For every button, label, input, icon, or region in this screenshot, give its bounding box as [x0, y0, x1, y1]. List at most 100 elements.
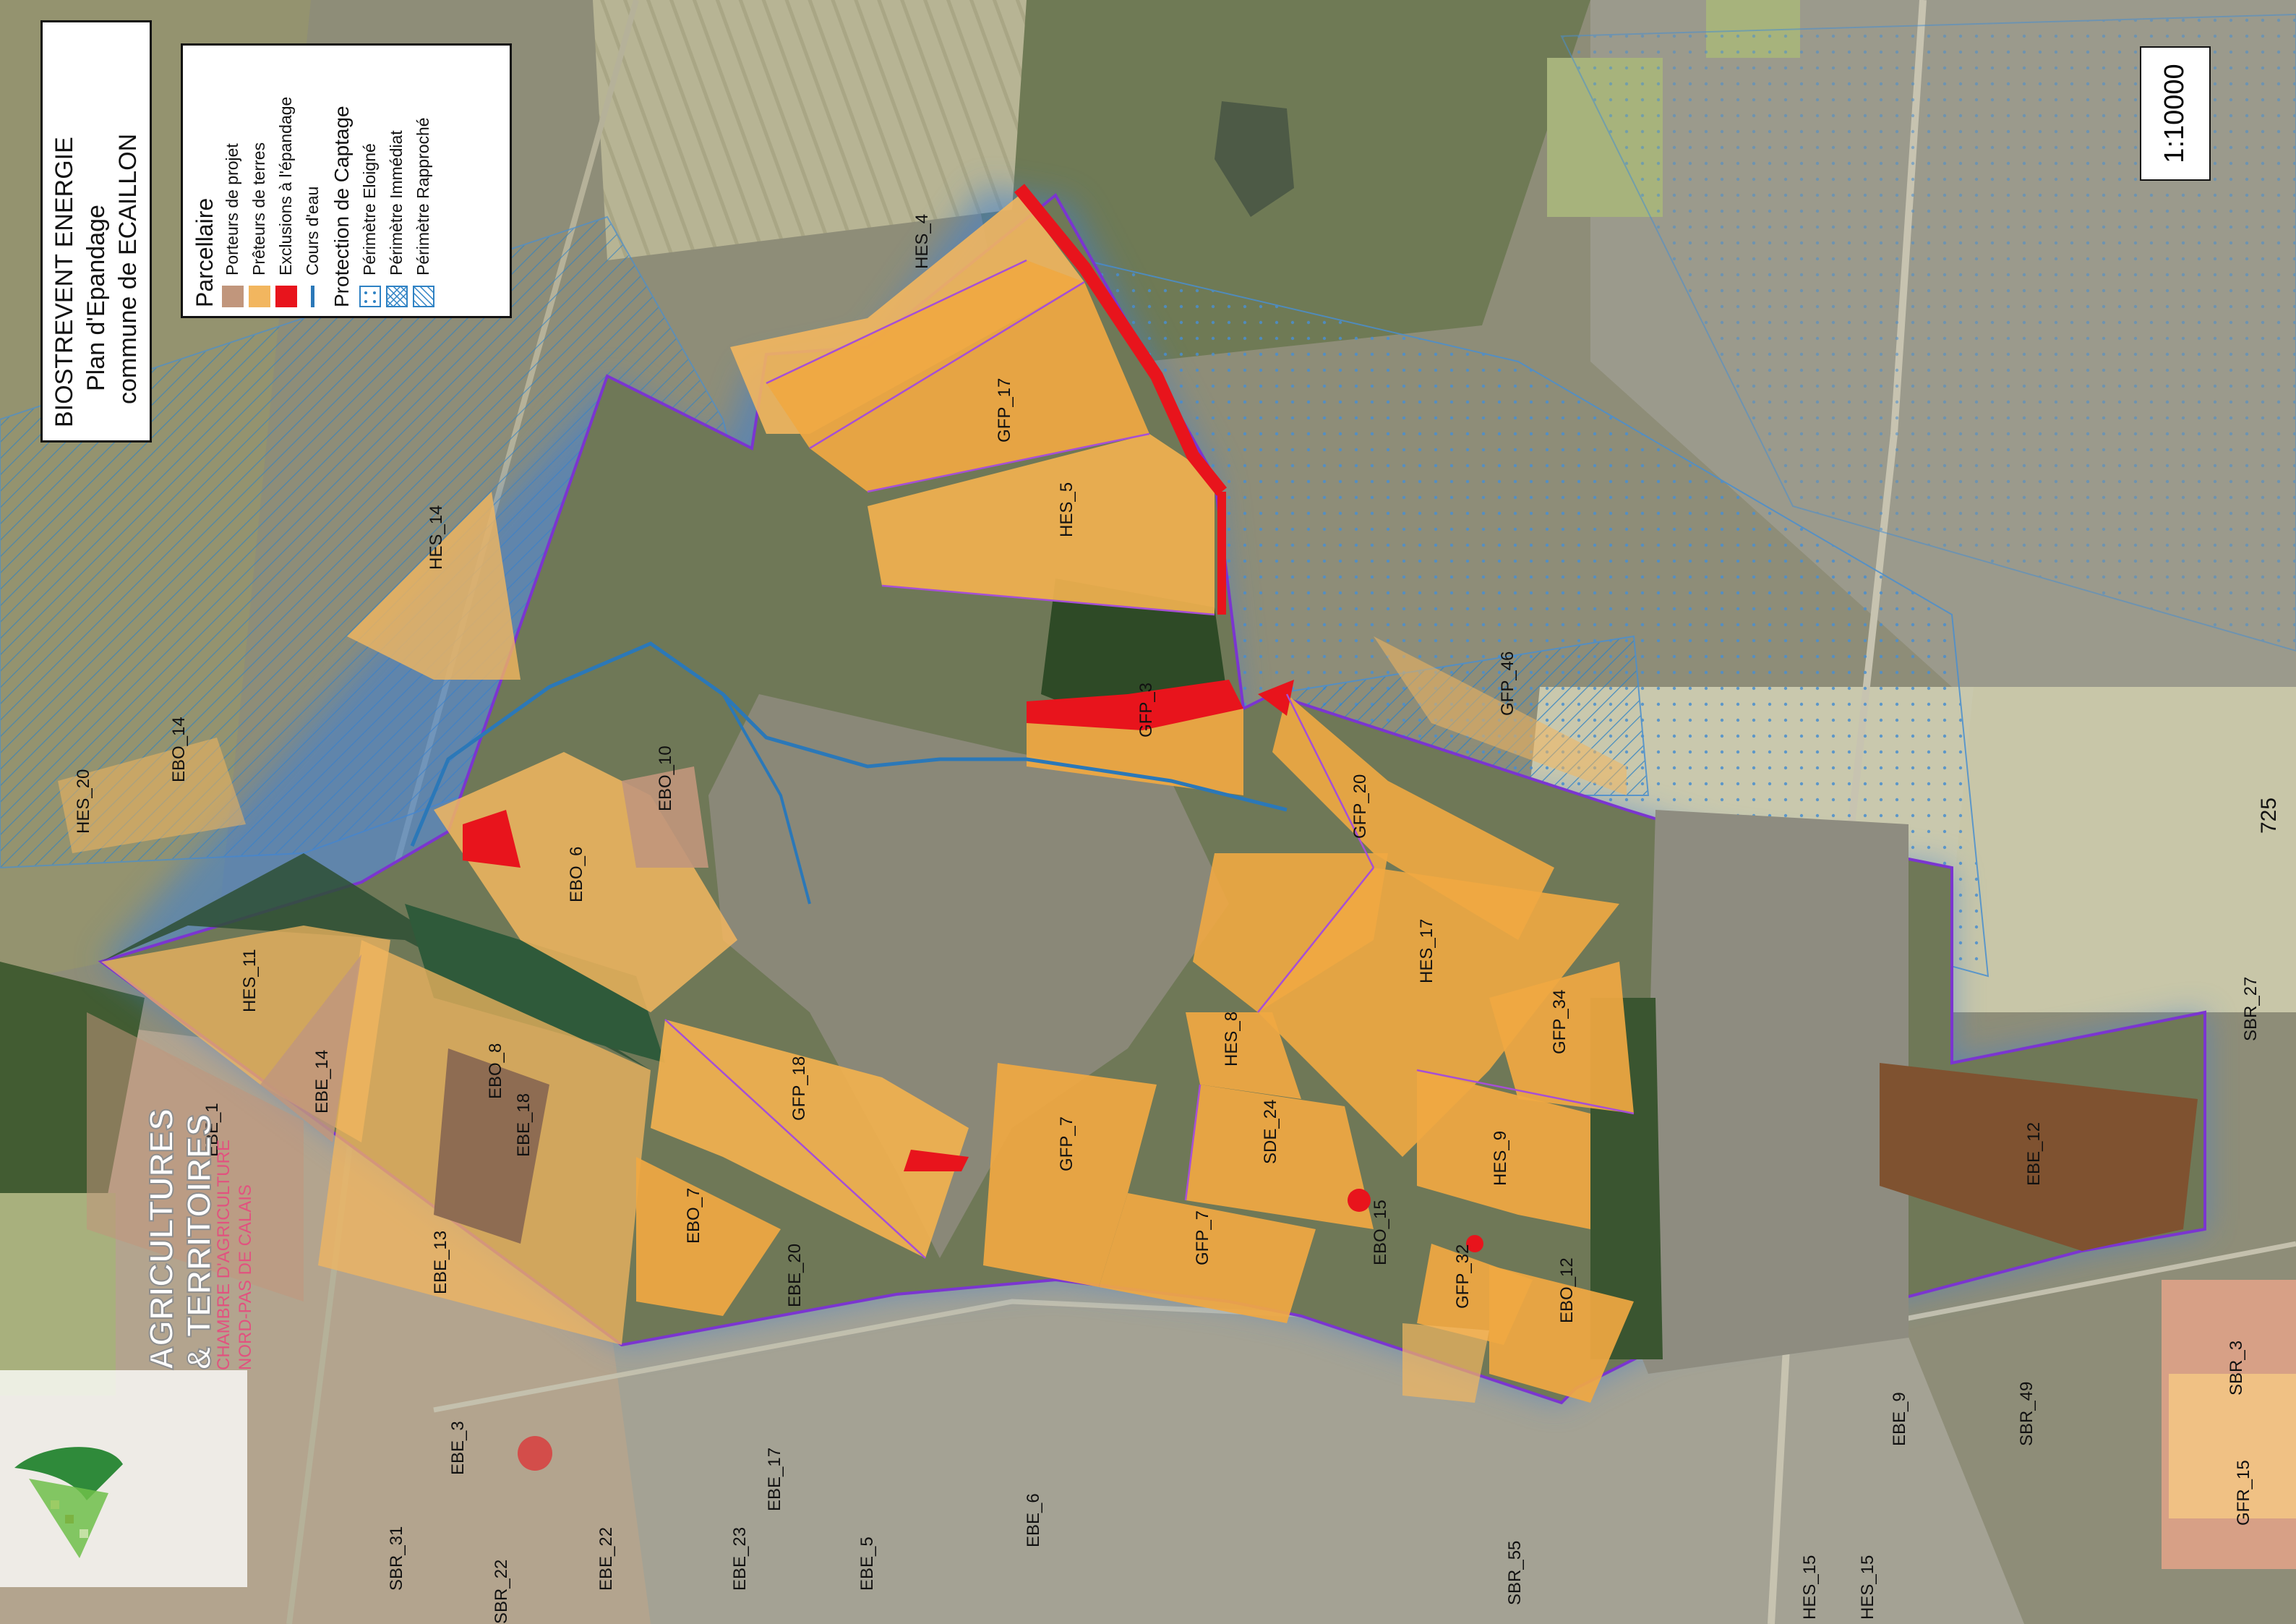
parcel-label: HES_15: [1800, 1555, 1820, 1620]
field-strip-1: [593, 0, 1027, 260]
parcel-gfp-34: [1489, 962, 1634, 1114]
parcel-label: SBR_27: [2241, 976, 2261, 1041]
parcel-label: HES_8: [1222, 1011, 1241, 1067]
parcel-hes-8: [1186, 1012, 1301, 1099]
parcel-gfp-7a: [983, 1063, 1157, 1287]
parcel-label: GFR_15: [2234, 1460, 2253, 1526]
parcel-ebo-14: [58, 738, 246, 853]
swatch-rapproche: [412, 286, 434, 307]
logo-line1: AGRICULTURES: [142, 1108, 181, 1371]
logo-line2: & TERRITOIRES: [179, 1114, 218, 1371]
swatch-preteurs: [248, 286, 270, 307]
parcel-label: HES_5: [1057, 482, 1076, 537]
parcel-gfp-17: [766, 260, 1149, 492]
parcel-label: SBR_55: [1505, 1540, 1525, 1605]
parcel-label: HES_15: [1858, 1555, 1877, 1620]
parcel-label: EBE_17: [765, 1447, 784, 1511]
parcel-label: EBE_13: [431, 1230, 450, 1294]
legend-item-immediat: Périmètre Immédiat: [383, 54, 410, 307]
legend-heading: Parcellaire: [192, 197, 218, 307]
zone-eloigne-north: [1560, 13, 2296, 652]
parcel-label: HES_20: [74, 769, 93, 834]
parcel-label: SBR_49: [2017, 1381, 2036, 1446]
parcel-label: HES_17: [1417, 918, 1436, 983]
parcel-gfp-3: [1027, 709, 1243, 795]
exclusion-gfp-18: [904, 1150, 969, 1171]
parcel-label: EBE_9: [1890, 1392, 1909, 1446]
parcel-label: EBE_23: [730, 1526, 750, 1591]
parcel-south-pale: [1402, 1323, 1489, 1403]
parcel-ebo-12: [1489, 1265, 1634, 1403]
legend-captage-heading: Protection de Captage: [330, 106, 353, 307]
parcel-label: EBE_12: [2024, 1121, 2044, 1186]
parcel-label: HES_14: [427, 505, 446, 570]
exclusion-ebo-15: [1348, 1189, 1371, 1212]
parcel-ebe-14: [260, 954, 361, 1142]
village-center: [708, 694, 1229, 1258]
logo-line4: NORD-PAS DE CALAIS: [236, 1184, 255, 1370]
legend-label-cours-eau: Cours d'eau: [303, 186, 322, 275]
title-line2: Plan d'Epandage: [82, 205, 110, 391]
parcel-hes-5: [868, 434, 1215, 615]
exclusion-north: [1014, 184, 1228, 496]
parcel-label: EBE_6: [1024, 1493, 1043, 1547]
parcel-label: EBE_18: [514, 1093, 534, 1157]
legend-item-rapproche: Périmètre Rapproché: [410, 54, 437, 307]
parcel-ebo-10: [622, 766, 708, 868]
exclusion-ebo-6: [463, 810, 521, 868]
parcel-hes-9: [1417, 1070, 1590, 1229]
dark-field-west: [405, 904, 665, 1063]
parcel-gfp-7b: [1099, 1193, 1316, 1323]
parcel-label: EBO_7: [684, 1187, 703, 1244]
parcel-label: SDE_24: [1261, 1099, 1280, 1164]
parcel-gfp-20b: [1193, 853, 1388, 1012]
legend-item-cours-eau: Cours d'eau: [299, 54, 326, 307]
title-line1: BIOSTREVENT ENERGIE: [51, 137, 78, 427]
parcel-hes-14: [347, 492, 521, 680]
exclusion-gfp-32: [1466, 1235, 1483, 1252]
logo-icon: [14, 1447, 123, 1558]
scale-box: 1:10000: [2140, 46, 2211, 181]
field-orange-east: [2169, 1374, 2296, 1518]
parcel-label: HES_11: [240, 949, 260, 1012]
parcel-label: SBR_22: [492, 1559, 511, 1624]
parcel-label: EBO_10: [656, 745, 675, 811]
parcel-label: EBO_14: [169, 717, 189, 782]
parcel-gfp-46: [1374, 636, 1627, 795]
parcel-label: GFP_17: [995, 377, 1014, 443]
swatch-porteurs: [221, 286, 244, 307]
grid-label: 725: [2257, 797, 2281, 834]
swatch-eloigne: [359, 286, 381, 307]
legend-label-preteurs: Prêteurs de terres: [249, 142, 268, 275]
swatch-cours-eau: [311, 286, 314, 307]
legend-label-exclusions: Exclusions à l'épandage: [276, 96, 295, 275]
village-east: [1590, 810, 1909, 1374]
logo-line3: CHAMBRE D'AGRICULTURE: [214, 1140, 234, 1370]
parcel-label: GFP_7: [1193, 1210, 1212, 1265]
parcel-label: SBR_31: [387, 1526, 406, 1591]
parcel-label: EBE_14: [312, 1049, 332, 1114]
parcel-label: HES_9: [1491, 1130, 1510, 1186]
parcel-label: GFP_32: [1453, 1244, 1473, 1309]
exclusion-gfp-20: [1258, 680, 1294, 716]
parcel-gfp-20: [1272, 694, 1554, 940]
parcel-label: GFP_20: [1350, 774, 1370, 839]
map-title-box: BIOSTREVENT ENERGIE Plan d'Epandage comm…: [40, 20, 152, 443]
parcel-label: EBE_22: [596, 1526, 616, 1591]
parcel-ebe-12: [1880, 1063, 2198, 1251]
swatch-exclusions: [275, 286, 297, 307]
parcel-label: EBE_20: [785, 1243, 805, 1307]
parcel-sde-24: [1186, 1085, 1374, 1229]
parcel-label: SBR_3: [2227, 1340, 2246, 1396]
dark-strip-west: [101, 853, 651, 1070]
parcel-label: EBO_15: [1371, 1200, 1390, 1265]
parcel-ebo-7: [636, 1157, 781, 1316]
legend-label-porteurs: Porteurs de projet: [223, 143, 241, 275]
legend-box: Parcellaire Porteurs de projet Prêteurs …: [181, 43, 512, 318]
field-east-bg: [1952, 687, 2296, 1012]
parcel-label: HES_4: [912, 213, 932, 269]
parcel-label: GFP_46: [1498, 651, 1517, 716]
parcel-ebe-1: [87, 1012, 304, 1302]
legend-label-eloigne: Périmètre Eloigné: [360, 143, 379, 275]
